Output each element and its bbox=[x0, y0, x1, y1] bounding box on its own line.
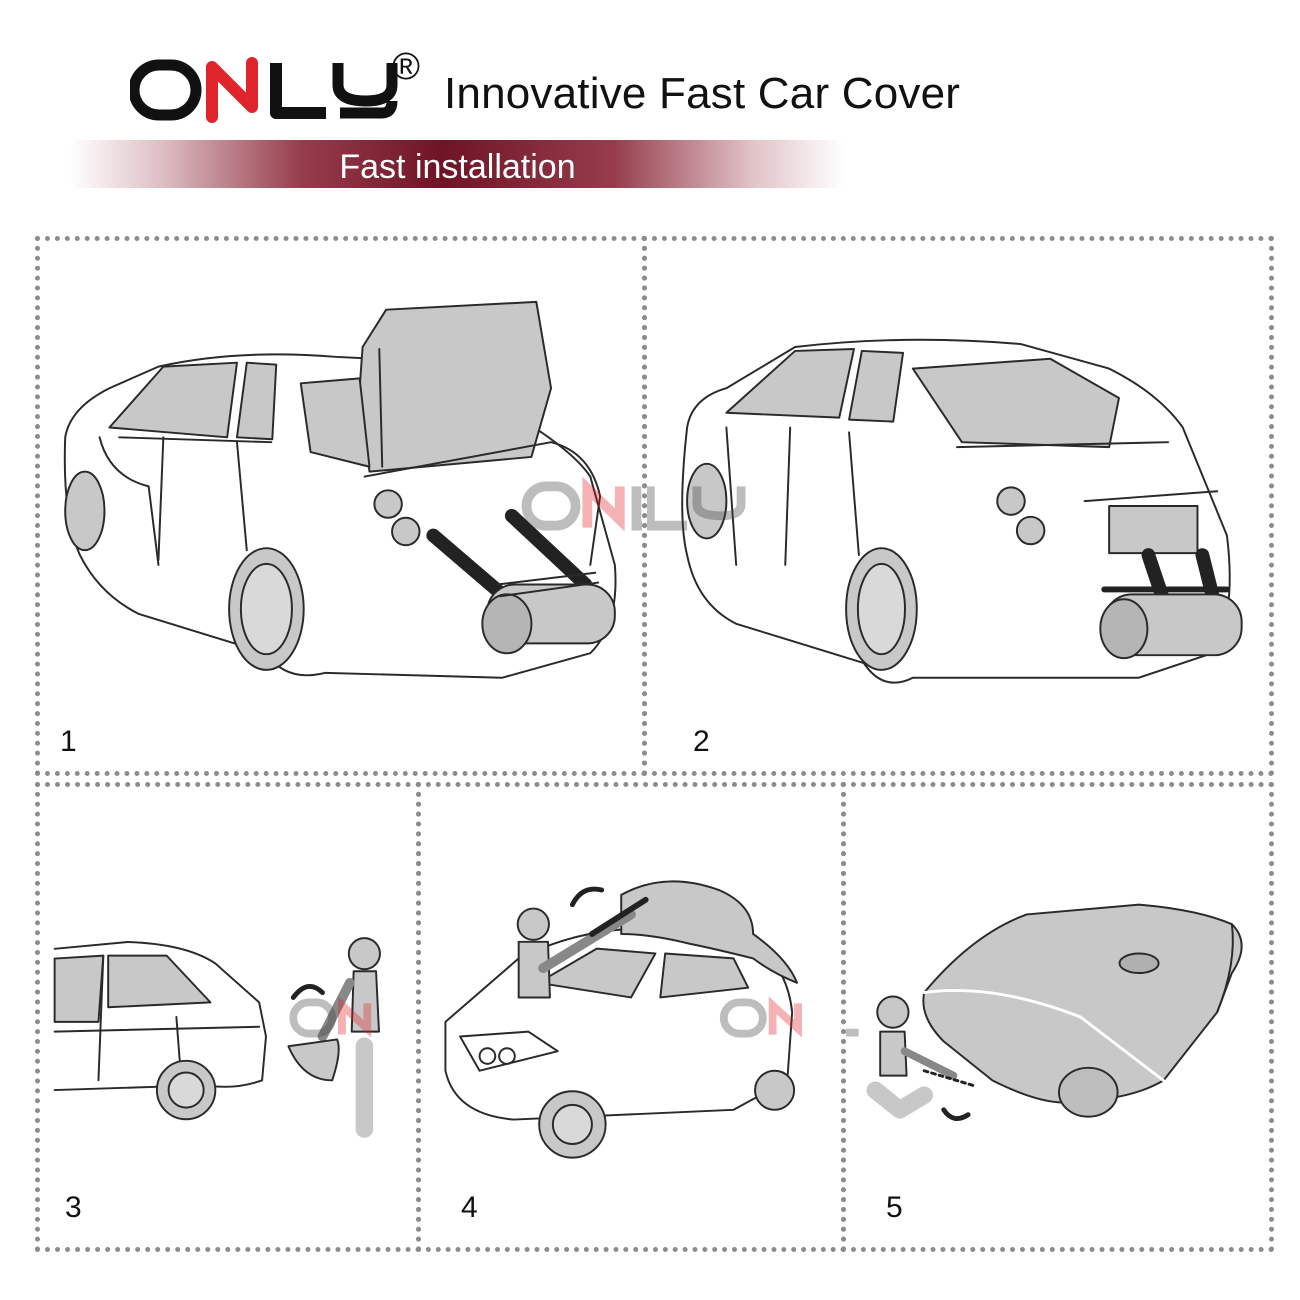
illustration-person-pulling-cover-rear bbox=[53, 937, 381, 1138]
illustration-sedan-rear bbox=[647, 338, 1243, 684]
step-number-4: 4 bbox=[461, 1191, 478, 1224]
step-panel-2: 2 bbox=[642, 236, 1274, 776]
watermark-logo bbox=[647, 486, 746, 531]
step-number-2: 2 bbox=[693, 725, 710, 758]
watermark-logo bbox=[521, 476, 642, 532]
banner-label: Fast installation bbox=[339, 148, 576, 186]
watermark-logo bbox=[289, 996, 372, 1038]
illustration-hatchback-trunk-open bbox=[63, 300, 642, 679]
illustration-fully-covered-car bbox=[846, 903, 1243, 1122]
section-banner: Fast installation bbox=[70, 140, 845, 188]
step-panel-3: 3 bbox=[35, 782, 421, 1252]
watermark-logo bbox=[719, 996, 802, 1038]
only-logo bbox=[130, 55, 440, 125]
step-number-3: 3 bbox=[65, 1191, 82, 1224]
registered-mark: ® bbox=[392, 46, 420, 88]
watermark-logo bbox=[846, 1028, 859, 1037]
step-number-5: 5 bbox=[886, 1191, 903, 1224]
illustration-cover-over-roof bbox=[444, 880, 802, 1159]
page-title: Innovative Fast Car Cover bbox=[444, 69, 961, 118]
step-panel-4: 4 bbox=[416, 782, 846, 1252]
step-panel-1: 1 bbox=[35, 236, 647, 776]
step-panel-5: 5 bbox=[841, 782, 1274, 1252]
step-number-1: 1 bbox=[60, 725, 77, 758]
